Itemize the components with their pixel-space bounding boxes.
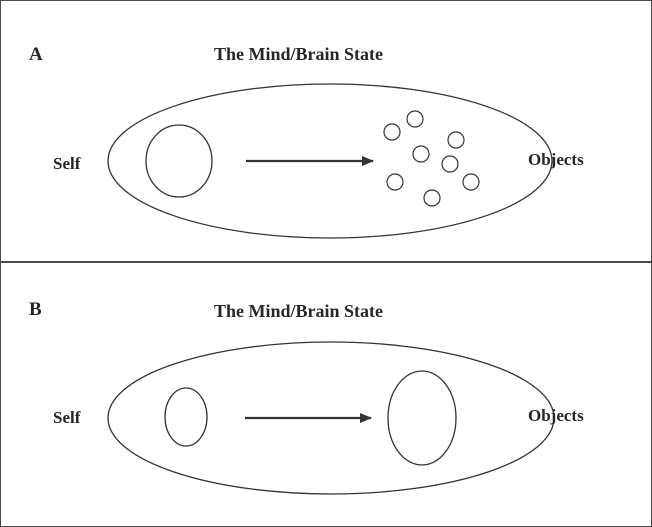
panel-a: A The Mind/Brain State Self Objects	[0, 0, 652, 263]
objects-ellipse	[387, 370, 457, 466]
object-circle	[383, 123, 401, 141]
object-circle	[462, 173, 480, 191]
object-circle	[441, 155, 459, 173]
object-circle	[423, 189, 441, 207]
panel-a-drawing	[107, 83, 553, 239]
object-circle	[386, 173, 404, 191]
self-ellipse	[164, 387, 208, 447]
mind-brain-ellipse	[107, 341, 555, 495]
panel-title: The Mind/Brain State	[214, 301, 384, 321]
self-circle	[145, 124, 213, 198]
panel-title: The Mind/Brain State	[214, 44, 384, 64]
object-circle	[406, 110, 424, 128]
self-label: Self	[53, 408, 81, 427]
object-circles	[383, 110, 480, 207]
panel-b: B The Mind/Brain State Self Objects	[0, 261, 652, 527]
self-label: Self	[53, 154, 81, 173]
object-circle	[412, 145, 430, 163]
mind-brain-ellipse	[107, 83, 553, 239]
objects-label: Objects	[528, 406, 584, 425]
panel-letter: A	[29, 44, 43, 65]
panel-letter: B	[29, 299, 42, 320]
objects-label: Objects	[528, 150, 584, 169]
panel-b-drawing	[107, 341, 555, 495]
object-circle	[447, 131, 465, 149]
